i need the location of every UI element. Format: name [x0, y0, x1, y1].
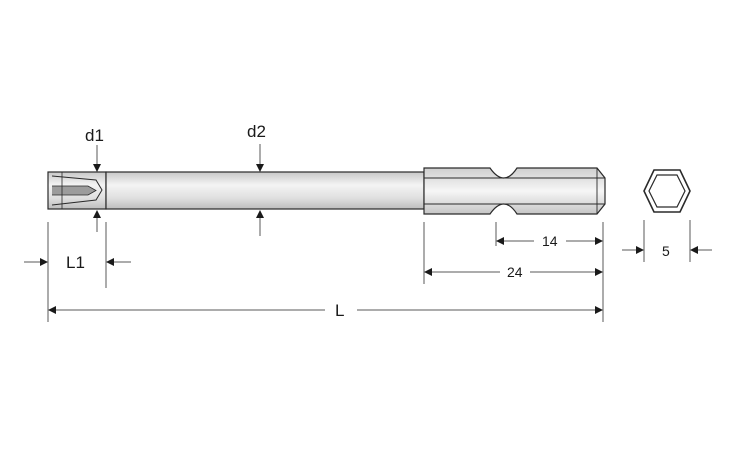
dim-L: L: [48, 301, 603, 320]
hex-shank: [423, 167, 606, 215]
label-d1: d1: [85, 126, 104, 145]
bit-body: [47, 167, 606, 215]
label-L1: L1: [66, 253, 85, 272]
hex-end-view: [643, 169, 691, 213]
dim-24: 24: [423, 222, 603, 284]
dim-5: 5: [622, 220, 712, 262]
label-L: L: [335, 301, 344, 320]
dim-d1: d1: [85, 126, 104, 232]
label-24: 24: [507, 264, 523, 280]
label-5: 5: [662, 243, 670, 259]
dim-d2: d2: [247, 122, 266, 236]
dim-L1: L1: [24, 222, 131, 322]
label-d2: d2: [247, 122, 266, 141]
torx-tip: [47, 171, 107, 210]
dim-14: 14: [495, 222, 604, 322]
label-14: 14: [542, 233, 558, 249]
shaft: [105, 171, 425, 210]
